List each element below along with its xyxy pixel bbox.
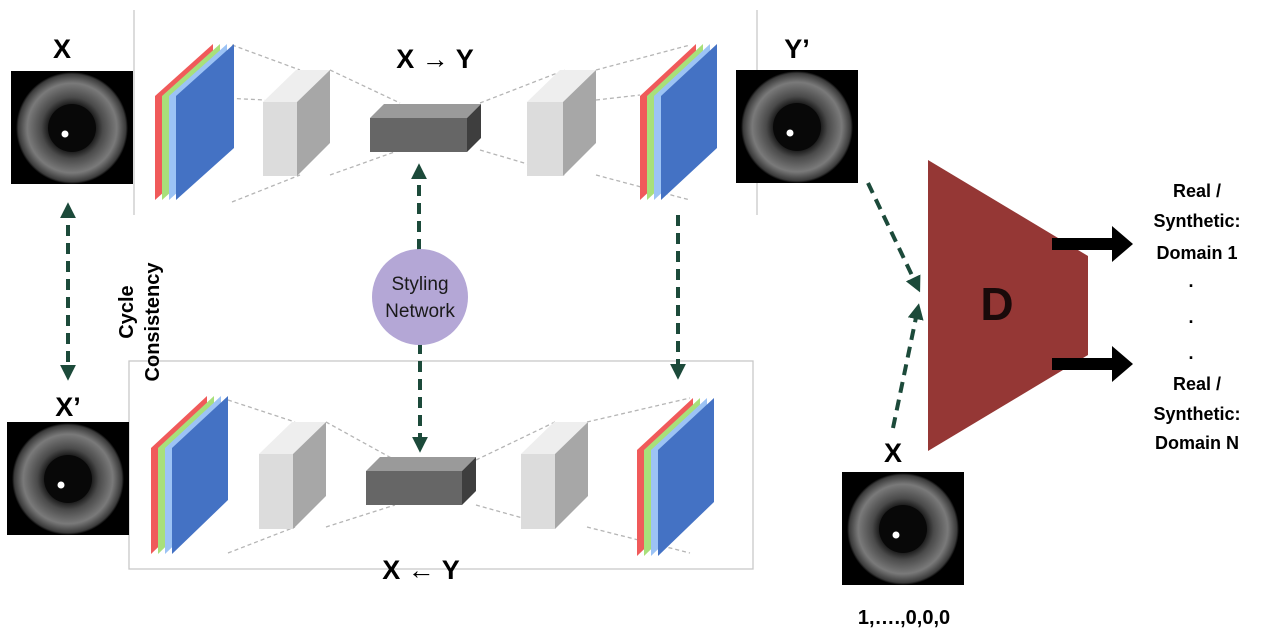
output-top-line-2: Synthetic: [1153, 211, 1240, 231]
label-x-prime: X’ [55, 392, 81, 422]
output-dot-2: . [1188, 307, 1193, 327]
encoder-block-top [263, 70, 330, 176]
bottleneck-top [370, 104, 481, 152]
dashed-arrows [60, 163, 924, 453]
output-top-line-3: Domain 1 [1156, 243, 1237, 263]
output-bottom-line-2: Synthetic: [1153, 404, 1240, 424]
label-x-to-y: X → Y [396, 44, 474, 74]
generator-top [133, 10, 758, 215]
decoder-block-top [527, 70, 596, 176]
discriminator-label: D [980, 278, 1013, 330]
styling-label-2: Network [385, 301, 455, 322]
output-dot-1: . [1188, 271, 1193, 291]
input-layers-top [155, 44, 234, 200]
input-layers-bottom [151, 396, 228, 554]
output-top-line-1: Real / [1173, 181, 1221, 201]
label-y-prime: Y’ [784, 34, 810, 64]
output-dot-3: . [1188, 343, 1193, 363]
output-layers-bottom [637, 398, 714, 556]
eye-image-x-top [11, 71, 133, 184]
generator-bottom [128, 360, 754, 570]
encoder-block-bottom [259, 422, 326, 529]
label-x-disc: X [884, 438, 902, 468]
eye-image-y-prime [736, 70, 858, 183]
styling-network: Styling Network [372, 249, 468, 345]
cycle-consistency-label: Cycle Consistency [116, 262, 164, 382]
output-arrow-bottom [1052, 346, 1133, 382]
label-x-from-y: X ← Y [382, 555, 460, 585]
svg-text:Consistency: Consistency [142, 262, 164, 382]
x-to-d-arrow [891, 303, 924, 429]
output-bottom-line-3: Domain N [1155, 433, 1239, 453]
y-to-d-arrow [866, 182, 921, 293]
svg-text:Cycle: Cycle [116, 285, 138, 338]
output-layers-top [640, 44, 717, 200]
output-bottom-line-1: Real / [1173, 374, 1221, 394]
output-arrow-top [1052, 226, 1133, 262]
output-labels: Real / Synthetic: Domain 1 . . . Real / … [1153, 181, 1240, 453]
eye-image-x-disc [842, 472, 964, 585]
decoder-block-bottom [521, 422, 588, 529]
styling-label-1: Styling [391, 274, 448, 295]
label-x-top: X [53, 34, 71, 64]
eye-image-x-prime [7, 422, 129, 535]
discriminator: D [928, 160, 1088, 451]
bottleneck-bottom [366, 457, 476, 505]
label-domain-vector: 1,….,0,0,0 [858, 607, 950, 629]
